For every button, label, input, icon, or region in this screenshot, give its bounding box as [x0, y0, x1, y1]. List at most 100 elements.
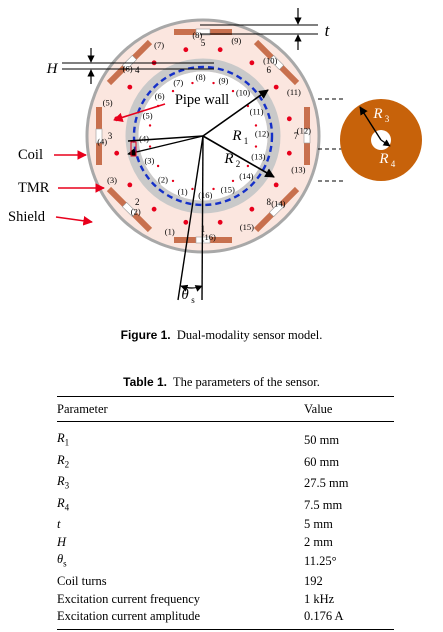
- parameter-name: θ: [57, 552, 64, 567]
- coil-winding: [253, 39, 274, 60]
- inner-sensor-point: [212, 81, 215, 85]
- coil-5: [174, 28, 232, 36]
- coil-winding: [279, 65, 300, 86]
- shield-callout-arrow: [55, 216, 93, 226]
- parameter-value: 5 mm: [304, 517, 333, 532]
- outer-tmr-sensor: [151, 206, 157, 212]
- outer-sensor-label: (13): [291, 164, 305, 174]
- coil-winding: [132, 212, 153, 233]
- table-caption-label: Table 1.: [123, 375, 167, 389]
- r4-arrow: [380, 139, 391, 147]
- parameter-cell: H: [57, 534, 304, 552]
- coil-4: [106, 39, 153, 86]
- inner-sensor-label: (12): [255, 129, 269, 139]
- t-label: t: [325, 21, 331, 40]
- coil-number-label: 7: [294, 131, 299, 141]
- parameter-subscript: 1: [64, 437, 70, 448]
- coil-8: [253, 186, 300, 233]
- parameter-name: R: [57, 452, 65, 467]
- table-spacer: [57, 422, 394, 431]
- table-header-value: Value: [304, 402, 333, 416]
- h-label: H: [46, 61, 59, 77]
- inner-sensor-label: (14): [239, 171, 253, 181]
- parameter-name: t: [57, 517, 61, 532]
- coil-detail-marker: [130, 141, 137, 157]
- coil-winding: [106, 186, 127, 207]
- theta-label: θ: [181, 287, 189, 303]
- inner-sensor-label: (2): [158, 174, 168, 184]
- r3-label: R: [372, 106, 382, 122]
- coil-number-label: 2: [135, 197, 140, 207]
- table-caption-text: The parameters of the sensor.: [173, 375, 320, 389]
- coil-gap: [269, 202, 285, 218]
- inner-sensor-point: [171, 89, 175, 93]
- coil-gap: [195, 28, 211, 36]
- coil-3: [95, 107, 103, 165]
- coil-gap: [95, 128, 103, 144]
- shield-callout-label: Shield: [8, 209, 46, 225]
- outer-sensor-label: (2): [131, 206, 141, 216]
- r4-label: R: [378, 151, 388, 167]
- theta-arc: [180, 284, 203, 292]
- coil-winding: [210, 29, 232, 35]
- parameter-subscript: 2: [64, 459, 70, 469]
- coil-winding: [304, 107, 310, 129]
- parameter-name: H: [57, 534, 67, 549]
- parameter-name: Excitation current frequency: [57, 591, 200, 606]
- parameter-value: 60 mm: [304, 454, 340, 469]
- coil-winding: [96, 107, 102, 129]
- outer-tmr-sensor: [273, 84, 279, 90]
- r1-subscript: 1: [244, 136, 249, 146]
- pipe-wall-arrow: [113, 103, 166, 122]
- inner-radius-line: [127, 135, 204, 142]
- inner-sensor-point: [171, 179, 175, 183]
- coil-6: [253, 39, 300, 86]
- outer-tmr-sensor: [249, 206, 255, 212]
- inner-sensor-label: (15): [221, 185, 235, 195]
- coil-gap: [121, 54, 137, 70]
- inner-sensor-point: [191, 187, 194, 191]
- inner-sensor-label: (11): [250, 106, 264, 116]
- dashed-electrode-circle: [132, 65, 274, 207]
- outer-sensor-label: (14): [271, 198, 285, 208]
- parameter-cell: R3: [57, 473, 304, 495]
- r2-subscript: 2: [236, 159, 241, 169]
- parameter-cell: Excitation current frequency: [57, 590, 304, 608]
- parameter-cell: R2: [57, 452, 304, 474]
- outer-sensor-label: (12): [297, 125, 311, 135]
- r3-subscript: 3: [385, 114, 390, 124]
- table-row: t 5 mm: [57, 516, 394, 534]
- outer-sensor-label: (4): [97, 137, 107, 147]
- coil-gap: [303, 128, 311, 144]
- inner-sensor-label: (7): [173, 77, 183, 87]
- outer-sensor-label: (5): [103, 98, 113, 108]
- inner-sensor-label: (5): [143, 111, 153, 121]
- parameter-name: Coil turns: [57, 573, 107, 588]
- parameter-value: 2 mm: [304, 534, 333, 549]
- table-caption: Table 1. The parameters of the sensor.: [0, 375, 443, 390]
- outer-tmr-sensor: [127, 182, 133, 188]
- parameter-value: 50 mm: [304, 433, 340, 448]
- parameter-name: Excitation current amplitude: [57, 609, 201, 624]
- inner-sensor-label: (4): [139, 133, 149, 143]
- coil-winding: [106, 65, 127, 86]
- parameter-subscript: 4: [64, 502, 70, 512]
- outer-tmr-sensor: [114, 150, 120, 156]
- coil-winding: [253, 212, 274, 233]
- parameter-value: 27.5 mm: [304, 476, 349, 491]
- inner-sensor-label: (10): [236, 88, 250, 98]
- outer-sensor-label: (11): [287, 87, 301, 97]
- outer-sensor-label: (16): [202, 232, 216, 242]
- inner-sensor-point: [148, 145, 152, 148]
- outer-tmr-sensor: [249, 60, 255, 66]
- figure-caption-label: Figure 1.: [120, 328, 171, 342]
- outer-sensor-label: (7): [154, 40, 164, 50]
- outer-tmr-sensor: [183, 47, 189, 53]
- outer-sensor-label: (8): [192, 30, 202, 40]
- parameter-value: 0.176 A: [304, 607, 394, 631]
- table-row: H 2 mm: [57, 534, 394, 552]
